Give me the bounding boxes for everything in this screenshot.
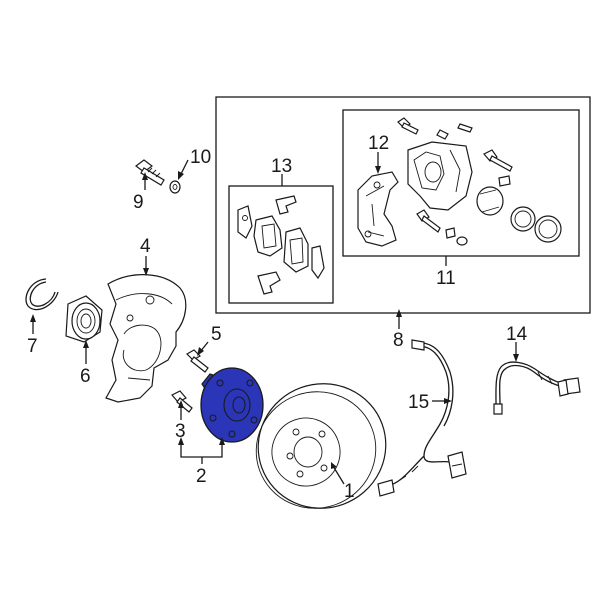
callout-5: 5 [211,324,222,345]
callout-11: 11 [436,268,456,289]
callout-9: 9 [133,192,144,213]
callout-13: 13 [271,156,292,177]
dust-shield-icon [105,274,187,403]
hub-bolt-icon [186,349,209,373]
bolt-icon [135,159,165,186]
callout-8: 8 [393,330,404,351]
washer-icon [169,180,181,194]
brake-rotor-icon [255,383,387,509]
callout-1: 1 [344,481,355,502]
hub-stud-icon [171,390,193,413]
brake-kit-group-box [215,96,591,314]
snap-ring-icon [25,278,59,311]
callout-3: 3 [175,421,186,442]
brake-caliper-icon [357,117,562,247]
callout-14: 14 [506,324,528,345]
callout-10: 10 [190,147,211,168]
brake-hose-icon [493,361,581,415]
pad-group-box [228,185,334,304]
brake-pads-icon [237,195,325,295]
callout-2: 2 [196,466,207,487]
callout-4: 4 [140,236,151,257]
callout-15: 15 [408,392,429,413]
caliper-group-box [342,109,580,257]
leader-lines [30,152,519,485]
wheel-hub-icon [200,367,264,443]
callout-7: 7 [27,336,38,357]
callout-6: 6 [80,366,91,387]
wheel-bearing-icon [65,295,103,343]
abs-sensor-icon [377,339,467,497]
callout-12: 12 [368,133,389,154]
